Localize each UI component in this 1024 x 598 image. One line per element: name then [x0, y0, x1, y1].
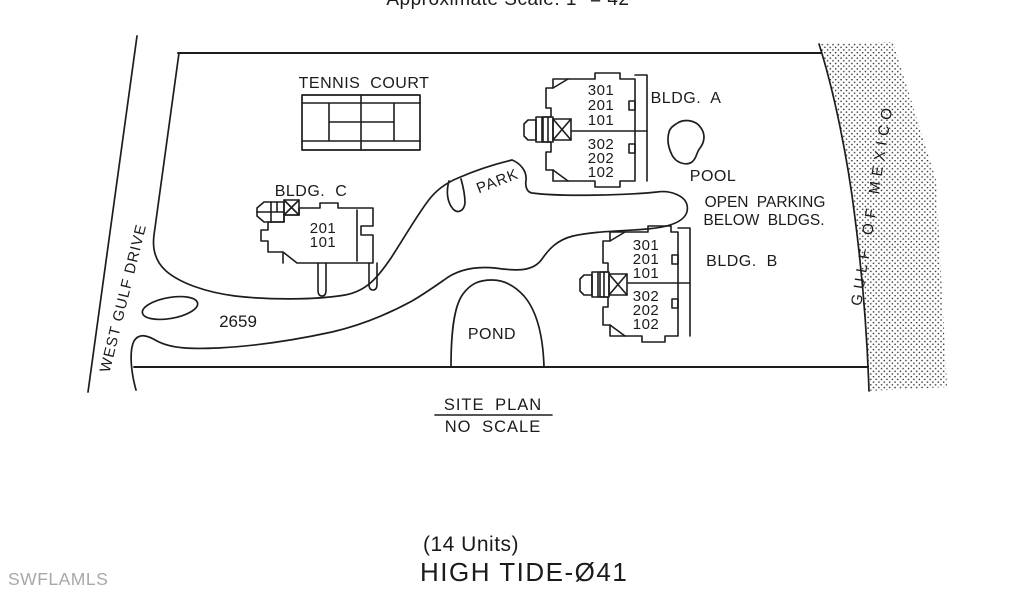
- pool: POOL: [667, 119, 736, 185]
- building-b: 301 201 101 302 202 102 BLDG. B: [579, 225, 778, 343]
- building-b-notch-2: [671, 298, 679, 309]
- building-c-support-2: [368, 262, 378, 291]
- road-west-edge: [87, 35, 138, 393]
- project-title: HIGH TIDE-Ø41: [420, 557, 628, 587]
- unit-number: 201: [588, 97, 615, 114]
- unit-number: 302: [588, 136, 615, 153]
- building-c-outline: [260, 202, 374, 264]
- building-b-label: BLDG. B: [706, 253, 778, 270]
- pond-label: POND: [468, 326, 516, 343]
- entrance-island: [141, 295, 199, 321]
- pool-outline: [667, 119, 705, 165]
- mls-watermark: SWFLAMLS: [8, 569, 108, 589]
- building-c: 201 101 BLDG. C: [256, 183, 378, 297]
- building-a-corner-chamfers: [552, 78, 569, 182]
- pool-label: POOL: [690, 168, 736, 185]
- building-a-notch-1: [628, 100, 636, 111]
- beach-stipple-area: [819, 42, 947, 391]
- gulf-of-mexico-band: GULF OF MEXICO: [818, 42, 947, 392]
- pond: POND: [450, 279, 545, 368]
- parking-note: OPEN PARKING BELOW BLDGS.: [703, 194, 825, 229]
- building-c-stair-icon: [256, 199, 300, 223]
- footer-text: (14 Units) HIGH TIDE-Ø41 SWFLAMLS: [8, 533, 628, 589]
- building-c-support-1: [317, 262, 327, 297]
- building-a-right-band: [634, 74, 648, 182]
- unit-number: 101: [633, 265, 660, 282]
- site-plan-title: SITE PLAN: [444, 396, 542, 414]
- tennis-court-label: TENNIS COURT: [299, 75, 430, 92]
- open-parking-line2: BELOW BLDGS.: [703, 212, 824, 229]
- unit-number: 101: [588, 112, 615, 129]
- building-b-notch-1: [671, 254, 679, 265]
- park-label: PARK: [474, 166, 521, 198]
- building-b-corner-chamfers: [609, 231, 626, 337]
- building-c-label: BLDG. C: [275, 183, 348, 200]
- unit-number: 201: [310, 220, 337, 237]
- unit-number: 102: [588, 164, 615, 181]
- unit-count-note: (14 Units): [423, 533, 519, 556]
- pond-outline: [450, 279, 545, 368]
- west-gulf-drive-label: WEST GULF DRIVE: [97, 222, 150, 374]
- walkway-stub: [446, 178, 466, 213]
- title-block: SITE PLAN NO SCALE: [434, 396, 553, 436]
- unit-number: 201: [633, 251, 660, 268]
- unit-number: 302: [633, 288, 660, 305]
- unit-number: 301: [633, 237, 660, 254]
- west-gulf-drive-road: WEST GULF DRIVE 2659: [87, 35, 257, 393]
- unit-number: 101: [310, 234, 337, 251]
- approximate-scale-note: Approximate Scale: 1" = 42': [386, 0, 633, 10]
- unit-number: 202: [588, 150, 615, 167]
- drive-south-edge: [130, 159, 689, 391]
- building-b-stair-icon: [579, 271, 628, 298]
- tennis-court: TENNIS COURT: [299, 75, 430, 151]
- open-parking-line1: OPEN PARKING: [705, 194, 826, 211]
- boundary-lines: [133, 52, 869, 368]
- building-a-stair-icon: [523, 116, 572, 143]
- unit-number: 102: [633, 316, 660, 333]
- drive-north-edge: [152, 52, 513, 300]
- building-a-notch-2: [628, 143, 636, 154]
- street-address: 2659: [219, 312, 257, 331]
- shoreline: [818, 43, 870, 392]
- no-scale-subtitle: NO SCALE: [445, 418, 541, 436]
- tennis-court-lines: [301, 94, 421, 151]
- building-b-right-band: [677, 227, 691, 337]
- building-a: 301 201 101 302 202 102 BLDG. A: [523, 72, 722, 188]
- building-a-label: BLDG. A: [651, 90, 722, 107]
- unit-number: 202: [633, 302, 660, 319]
- unit-number: 301: [588, 82, 615, 99]
